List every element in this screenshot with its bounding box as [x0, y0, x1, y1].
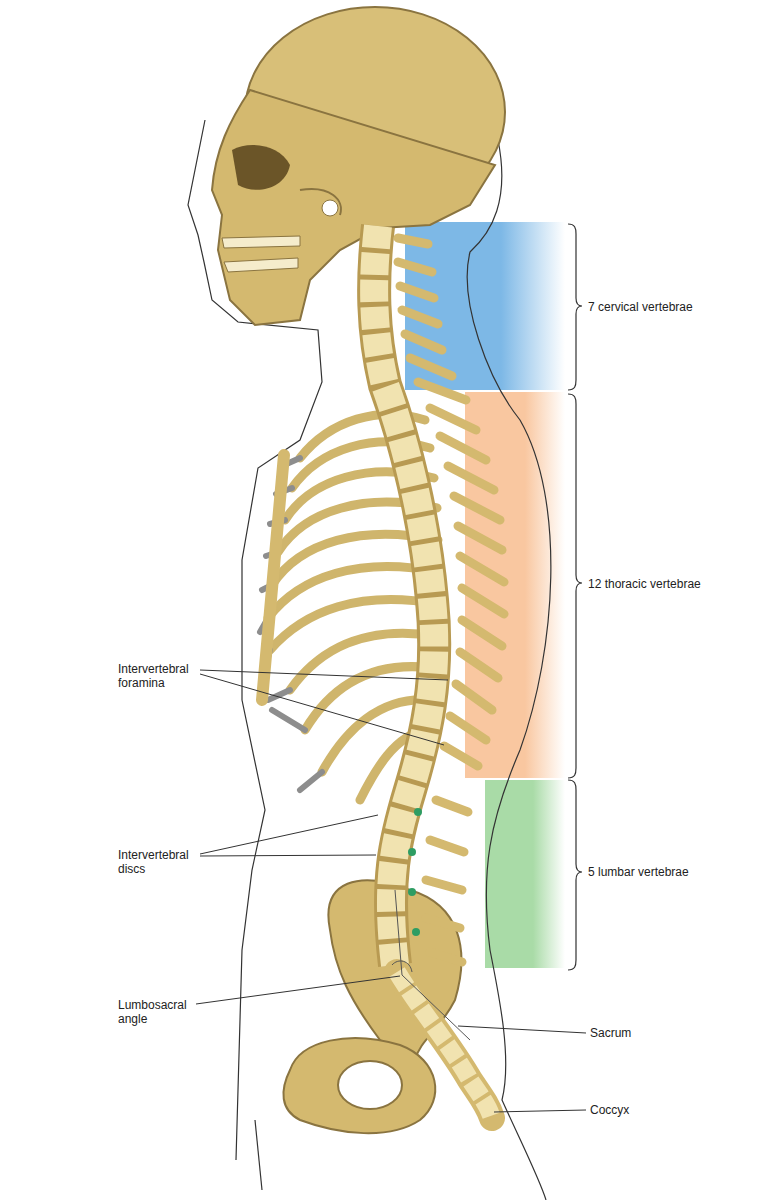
- callout-label: Sacrum: [590, 1026, 710, 1040]
- ear-canal: [322, 200, 338, 216]
- callout-label: 5 lumbar vertebrae: [588, 865, 758, 879]
- leg-outline: [255, 1120, 262, 1190]
- pubis-ischium: [283, 1038, 435, 1133]
- sacrum-bone: [397, 972, 492, 1118]
- foramina-marks: [408, 808, 422, 936]
- teeth: [222, 236, 300, 248]
- callout-label: 12 thoracic vertebrae: [588, 577, 758, 591]
- region-brackets: [568, 224, 582, 970]
- orbit: [232, 145, 290, 190]
- sacral-segments: [397, 972, 492, 1118]
- lumbosacral-angle-lines: [392, 890, 470, 1040]
- callout-label: Coccyx: [590, 1103, 710, 1117]
- callout-label: Intervertebral discs: [118, 848, 200, 876]
- sternum: [262, 455, 284, 700]
- zygomatic-arch: [300, 189, 341, 215]
- callout-label: Lumbosacral angle: [118, 998, 196, 1026]
- teeth: [224, 258, 298, 272]
- leader-lines: [196, 670, 586, 1112]
- callout-label: 7 cervical vertebrae: [588, 300, 758, 314]
- face-bones: [212, 90, 495, 325]
- spinous-processes: [398, 238, 504, 962]
- obturator-foramen: [338, 1061, 402, 1109]
- callout-label: Intervertebral foramina: [118, 662, 200, 690]
- lumbar-band: [485, 780, 565, 968]
